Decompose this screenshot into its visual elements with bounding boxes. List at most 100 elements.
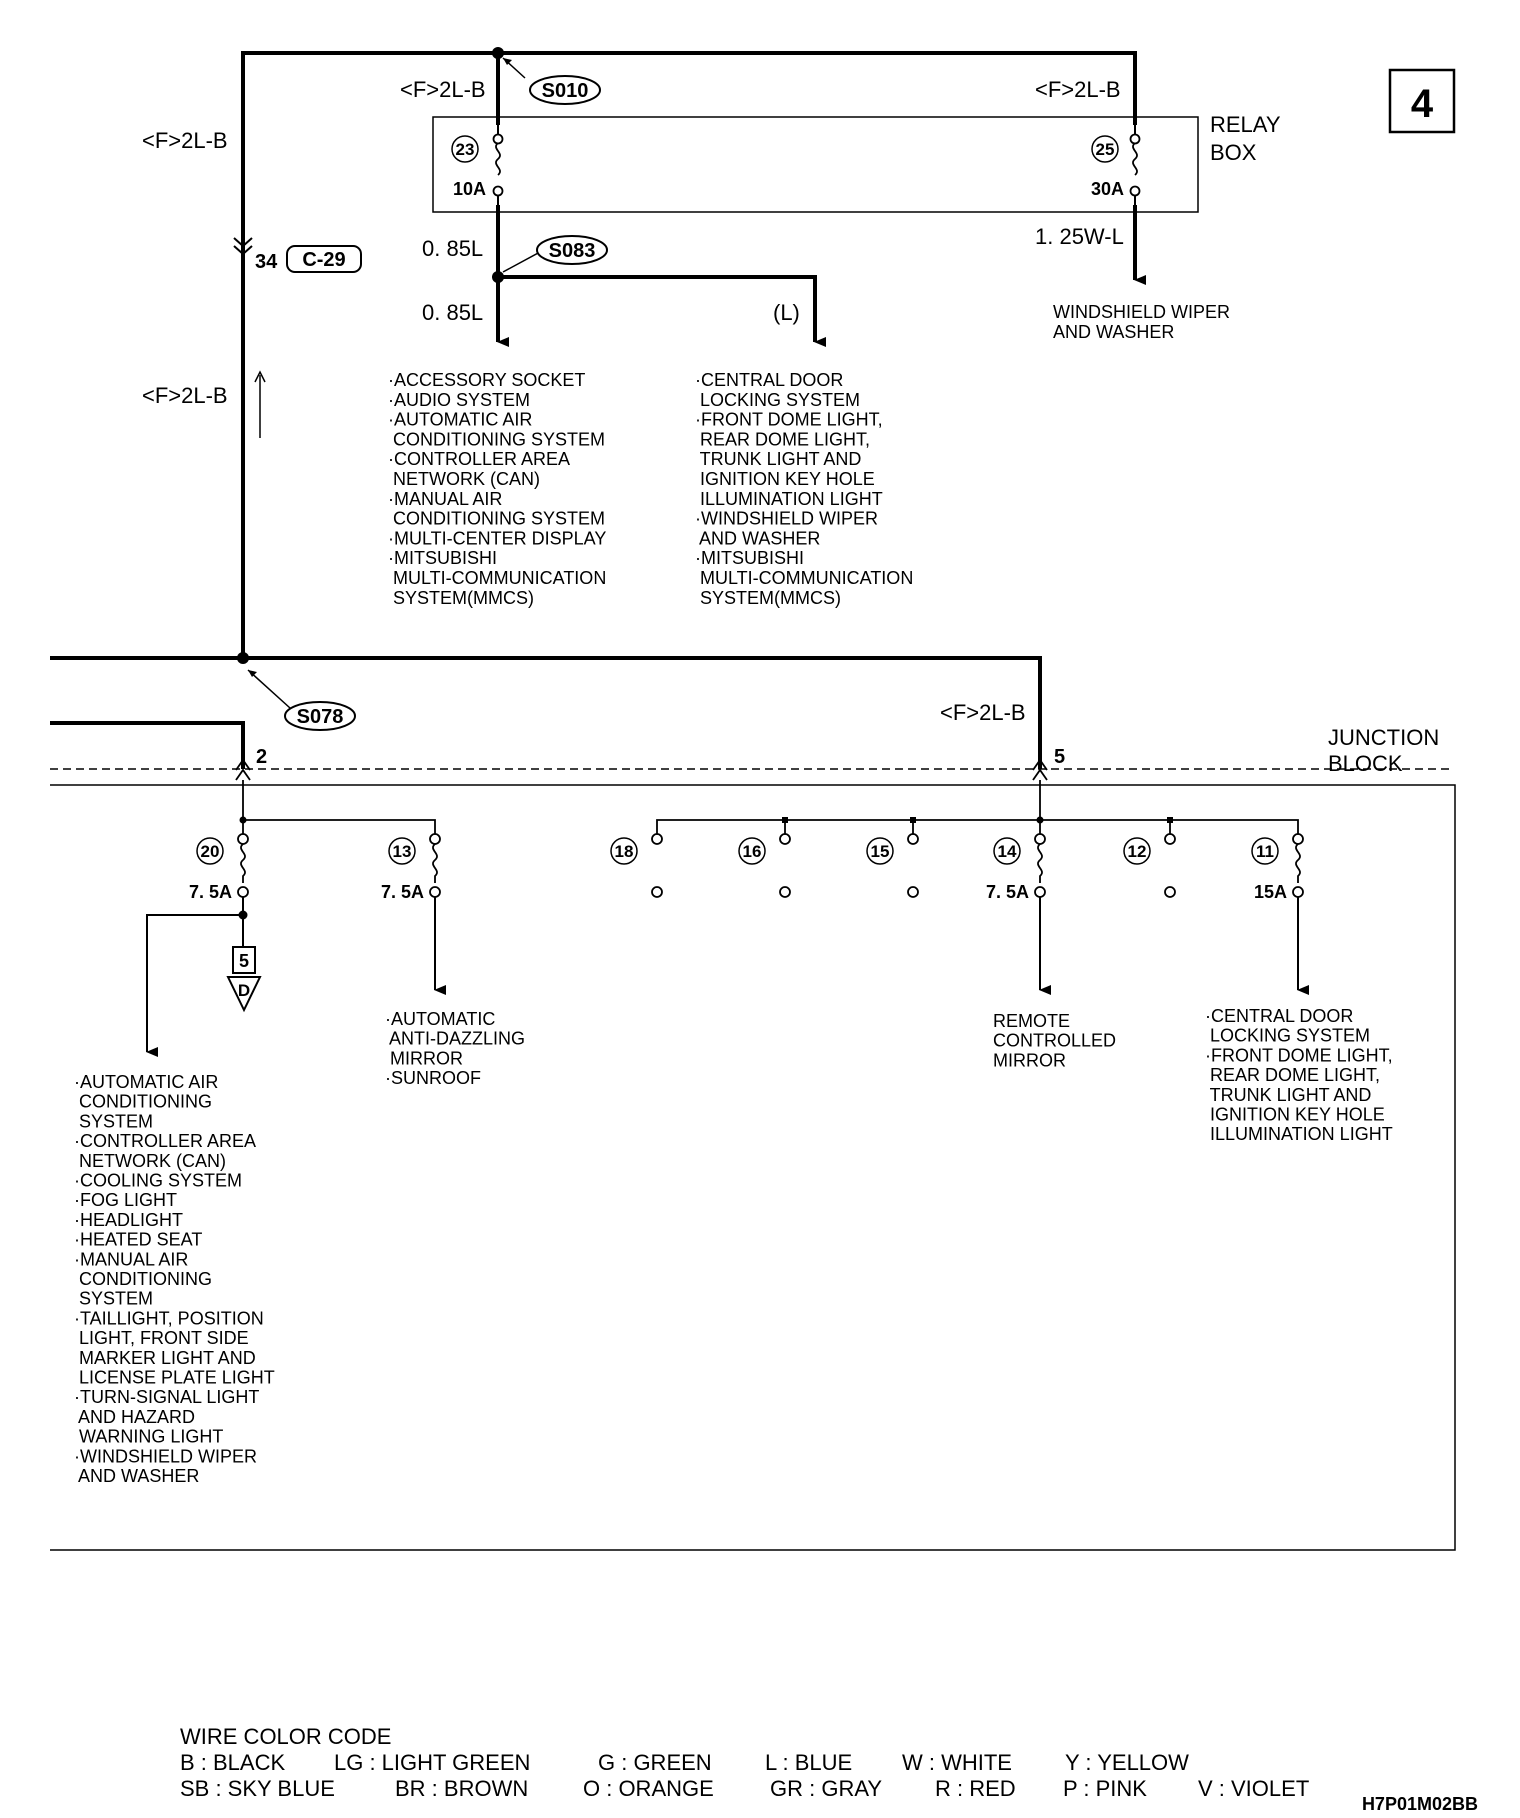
junction-block: JUNCTION BLOCK: [50, 725, 1456, 1551]
jb-fuse-20: 207. 5A: [189, 833, 249, 902]
wire-label-085l-a: 0. 85L: [422, 236, 483, 261]
destination-line: ·HEATED SEAT: [74, 1230, 202, 1250]
relay-box-label-1: RELAY: [1210, 112, 1281, 137]
jb-fuse-number: 14: [998, 842, 1017, 861]
jb-fuse-13: 137. 5A: [381, 833, 441, 902]
destination-line: AND WASHER: [1053, 322, 1174, 342]
jb-fuse-14: 147. 5A: [986, 833, 1046, 902]
jb-fuse-number: 12: [1128, 842, 1147, 861]
fuse-25-rating: 30A: [1091, 179, 1124, 199]
wire-label-085l-b: 0. 85L: [422, 300, 483, 325]
legend-item: GR : GRAY: [770, 1776, 882, 1801]
current-direction-arrow: [254, 370, 266, 438]
destination-line: ·FRONT DOME LIGHT,: [1205, 1045, 1393, 1065]
legend-item: G : GREEN: [598, 1750, 712, 1775]
fuse-23-number: 23: [456, 140, 475, 159]
legend-item: SB : SKY BLUE: [180, 1776, 335, 1801]
destination-line: ·ACCESSORY SOCKET: [388, 370, 585, 390]
destination-line: ·TURN-SIGNAL LIGHT: [74, 1387, 259, 1407]
page-number-box: 4: [1388, 68, 1456, 134]
destination-line: SYSTEM: [74, 1289, 153, 1309]
destination-line: NETWORK (CAN): [74, 1151, 226, 1171]
relay-box-label-2: BOX: [1210, 140, 1257, 165]
jb-fuse-number: 13: [393, 842, 412, 861]
junction-block-label-2: BLOCK: [1328, 751, 1403, 776]
splice-dot-s083: [492, 271, 504, 283]
destination-line: LIGHT, FRONT SIDE: [74, 1328, 249, 1348]
legend-item: B : BLACK: [180, 1750, 285, 1775]
legend-item: LG : LIGHT GREEN: [334, 1750, 530, 1775]
jb-connector-2: 2: [235, 746, 267, 781]
destination-line: IGNITION KEY HOLE: [1205, 1105, 1385, 1125]
connector-id: C-29: [302, 249, 345, 271]
ground-ref-number: 5: [239, 951, 249, 971]
svg-text:S083: S083: [549, 240, 596, 262]
destination-line: LOCKING SYSTEM: [695, 390, 860, 410]
splice-s083: S083: [502, 235, 608, 273]
destination-line: ILLUMINATION LIGHT: [695, 489, 883, 509]
destination-line: MIRROR: [385, 1048, 463, 1068]
destination-line: ·HEADLIGHT: [74, 1210, 183, 1230]
destination-line: ·TAILLIGHT, POSITION: [74, 1308, 264, 1328]
destination-line: MULTI-COMMUNICATION: [695, 568, 913, 588]
jb-pin-2: 2: [256, 746, 267, 768]
jb-bus: [242, 780, 1299, 834]
junction-block-label-1: JUNCTION: [1328, 725, 1439, 750]
destination-line: TRUNK LIGHT AND: [695, 449, 861, 469]
destination-line: MIRROR: [993, 1050, 1066, 1070]
destination-line: ·CENTRAL DOOR: [695, 370, 843, 390]
jb-fuse-16: 16: [738, 833, 791, 898]
destination-line: ·AUTOMATIC AIR: [74, 1072, 218, 1092]
legend-item: R : RED: [935, 1776, 1016, 1801]
legend-item: L : BLUE: [765, 1750, 852, 1775]
dest-fuse20: ·AUTOMATIC AIR CONDITIONING SYSTEM·CONTR…: [74, 1072, 275, 1486]
jb-fuse-12: 12: [1123, 833, 1176, 898]
destination-line: ·AUDIO SYSTEM: [388, 390, 530, 410]
splice-dot-s010: [492, 47, 504, 59]
destination-line: CONDITIONING: [74, 1092, 212, 1112]
fuse-25-number: 25: [1096, 140, 1115, 159]
jb-fuse-number: 20: [201, 842, 220, 861]
wire-color-legend: WIRE COLOR CODE B : BLACK LG : LIGHT GRE…: [180, 1724, 1309, 1801]
dest-relay-right: ·CENTRAL DOOR LOCKING SYSTEM·FRONT DOME …: [695, 370, 913, 608]
destination-line: ·FRONT DOME LIGHT,: [695, 410, 883, 430]
legend-item: V : VIOLET: [1198, 1776, 1309, 1801]
wire-label-fuse25-in: <F>2L-B: [1035, 77, 1121, 102]
splice-dot-s078: [237, 652, 249, 664]
svg-text:S078: S078: [297, 706, 344, 728]
destination-line: CONDITIONING SYSTEM: [388, 509, 605, 529]
connector-pin: 34: [255, 251, 278, 273]
figure-code: H7P01M02BB: [1362, 1794, 1478, 1814]
jb-fuse-18: 18: [610, 833, 663, 898]
destination-line: ·MANUAL AIR: [74, 1249, 188, 1269]
destination-line: LOCKING SYSTEM: [1205, 1026, 1370, 1046]
destination-line: AND HAZARD: [74, 1407, 195, 1427]
wire-label-125wl: 1. 25W-L: [1035, 224, 1124, 249]
svg-text:S010: S010: [542, 80, 589, 102]
wire-label-jb5-in: <F>2L-B: [940, 700, 1026, 725]
legend-item: O : ORANGE: [583, 1776, 714, 1801]
fuse-25: 25 30A: [1091, 125, 1141, 205]
connector-c29: 34 C-29: [233, 237, 362, 273]
fuse-23: 23 10A: [451, 125, 504, 205]
wire-label-l: (L): [773, 300, 800, 325]
destination-line: MARKER LIGHT AND: [74, 1348, 256, 1368]
destination-line: AND WASHER: [74, 1466, 199, 1486]
destination-line: ·WINDSHIELD WIPER: [695, 509, 878, 529]
jb-output-wires: [146, 897, 1309, 1057]
legend-item: Y : YELLOW: [1065, 1750, 1189, 1775]
wire-label-fuse23-in: <F>2L-B: [400, 77, 486, 102]
destination-line: ILLUMINATION LIGHT: [1205, 1124, 1393, 1144]
destination-line: NETWORK (CAN): [388, 469, 540, 489]
destination-line: TRUNK LIGHT AND: [1205, 1085, 1371, 1105]
destination-line: ·MULTI-CENTER DISPLAY: [388, 528, 606, 548]
splice-s010: S010: [502, 57, 601, 105]
wire-label-left-mid: <F>2L-B: [142, 383, 228, 408]
dest-relay-left: ·ACCESSORY SOCKET·AUDIO SYSTEM·AUTOMATIC…: [388, 370, 606, 608]
destination-line: ·FOG LIGHT: [74, 1190, 177, 1210]
legend-item: BR : BROWN: [395, 1776, 528, 1801]
